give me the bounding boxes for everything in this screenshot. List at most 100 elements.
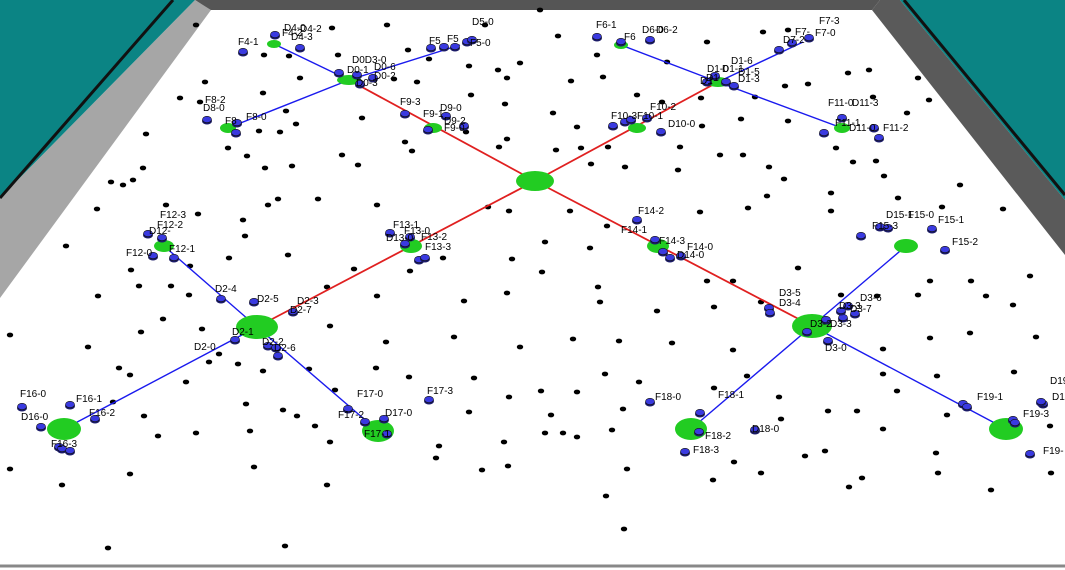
robot-icon[interactable] [216, 294, 226, 304]
obstacle-dot [154, 433, 162, 439]
robot-icon[interactable] [238, 47, 248, 57]
robot-icon[interactable] [787, 38, 797, 48]
robot-icon[interactable] [426, 43, 436, 53]
robot-icon[interactable] [65, 446, 75, 456]
robot-icon[interactable] [821, 315, 831, 325]
obstacle-dot [759, 29, 767, 35]
robot-icon[interactable] [467, 35, 477, 45]
robot-icon[interactable] [441, 112, 451, 121]
obstacle-dot [781, 83, 789, 89]
robot-icon[interactable] [232, 119, 242, 128]
robot-icon[interactable] [680, 447, 690, 457]
robot-icon[interactable] [874, 134, 884, 143]
obstacle-dot [495, 144, 503, 150]
robot-icon[interactable] [385, 229, 395, 238]
robot-icon[interactable] [802, 327, 812, 337]
robot-icon[interactable] [962, 402, 972, 412]
robot-icon[interactable] [819, 129, 829, 138]
robot-icon[interactable] [148, 252, 158, 261]
robot-icon[interactable] [343, 404, 353, 414]
robot-icon[interactable] [459, 122, 469, 131]
robot-icon[interactable] [850, 309, 860, 319]
robot-icon[interactable] [616, 37, 626, 47]
robot-icon[interactable] [656, 128, 666, 137]
robot-icon[interactable] [645, 397, 655, 407]
robot-icon[interactable] [750, 425, 760, 435]
robot-icon[interactable] [288, 307, 298, 317]
robot-icon[interactable] [650, 236, 660, 245]
robot-icon[interactable] [157, 234, 167, 243]
robot-icon[interactable] [658, 248, 668, 257]
robot-icon[interactable] [592, 32, 602, 42]
robot-icon[interactable] [836, 306, 846, 316]
robot-icon[interactable] [1025, 449, 1035, 459]
robot-icon[interactable] [843, 301, 853, 311]
robot-icon[interactable] [774, 45, 784, 55]
robot-icon[interactable] [940, 246, 950, 255]
agent-label: D15-1 [886, 210, 914, 221]
robot-icon[interactable] [883, 224, 893, 233]
robot-icon[interactable] [230, 335, 240, 345]
robot-icon[interactable] [823, 336, 833, 346]
robot-icon[interactable] [702, 78, 712, 87]
robot-icon[interactable] [270, 30, 280, 40]
robot-icon[interactable] [642, 114, 652, 123]
robot-icon[interactable] [249, 297, 259, 307]
robot-icon[interactable] [837, 114, 847, 123]
robot-icon[interactable] [379, 414, 389, 424]
agent-label: D0D3-0 [352, 55, 387, 66]
robot-icon[interactable] [710, 72, 720, 81]
robot-icon[interactable] [869, 124, 879, 133]
robot-icon[interactable] [804, 33, 814, 43]
robot-icon[interactable] [90, 414, 100, 424]
robot-icon[interactable] [352, 71, 362, 80]
robot-icon[interactable] [856, 232, 866, 241]
robot-icon[interactable] [65, 400, 75, 410]
robot-icon[interactable] [694, 427, 704, 437]
robot-icon[interactable] [1010, 418, 1020, 428]
robot-icon[interactable] [36, 422, 46, 432]
robot-icon[interactable] [676, 252, 686, 261]
robot-icon[interactable] [450, 42, 460, 52]
robot-icon[interactable] [423, 126, 433, 135]
robot-icon[interactable] [57, 444, 67, 454]
robot-icon[interactable] [400, 240, 410, 249]
obstacle-dot [259, 90, 267, 96]
robot-icon[interactable] [382, 429, 392, 439]
robot-icon[interactable] [875, 223, 885, 232]
robot-icon[interactable] [271, 343, 281, 353]
robot-icon[interactable] [729, 82, 739, 91]
robot-icon[interactable] [420, 254, 430, 263]
robot-icon[interactable] [405, 233, 415, 242]
agent-label: D1-1 [722, 64, 744, 75]
robot-icon[interactable] [368, 74, 378, 83]
robot-icon[interactable] [295, 43, 305, 53]
robot-icon[interactable] [424, 395, 434, 405]
robot-icon[interactable] [665, 254, 675, 263]
robot-icon[interactable] [355, 80, 365, 89]
robot-icon[interactable] [273, 351, 283, 361]
robot-icon[interactable] [632, 216, 642, 225]
robot-icon[interactable] [721, 78, 731, 87]
robot-icon[interactable] [202, 116, 212, 125]
robot-icon[interactable] [626, 116, 636, 125]
robot-icon[interactable] [400, 110, 410, 119]
robot-icon[interactable] [169, 254, 179, 263]
robot-icon[interactable] [334, 69, 344, 78]
obstacle-dot [703, 39, 711, 45]
robot-icon[interactable] [695, 408, 705, 418]
obstacle-dot [914, 75, 922, 81]
robot-icon[interactable] [439, 42, 449, 52]
robot-icon[interactable] [765, 308, 775, 318]
robot-icon[interactable] [143, 230, 153, 239]
robot-icon[interactable] [927, 225, 937, 234]
robot-icon[interactable] [645, 35, 655, 45]
robot-icon[interactable] [608, 122, 618, 131]
robot-icon[interactable] [231, 129, 241, 138]
robot-icon[interactable] [1036, 397, 1046, 407]
agent-label: F12-2 [157, 220, 184, 231]
robot-icon[interactable] [17, 402, 27, 412]
robot-icon[interactable] [360, 417, 370, 427]
